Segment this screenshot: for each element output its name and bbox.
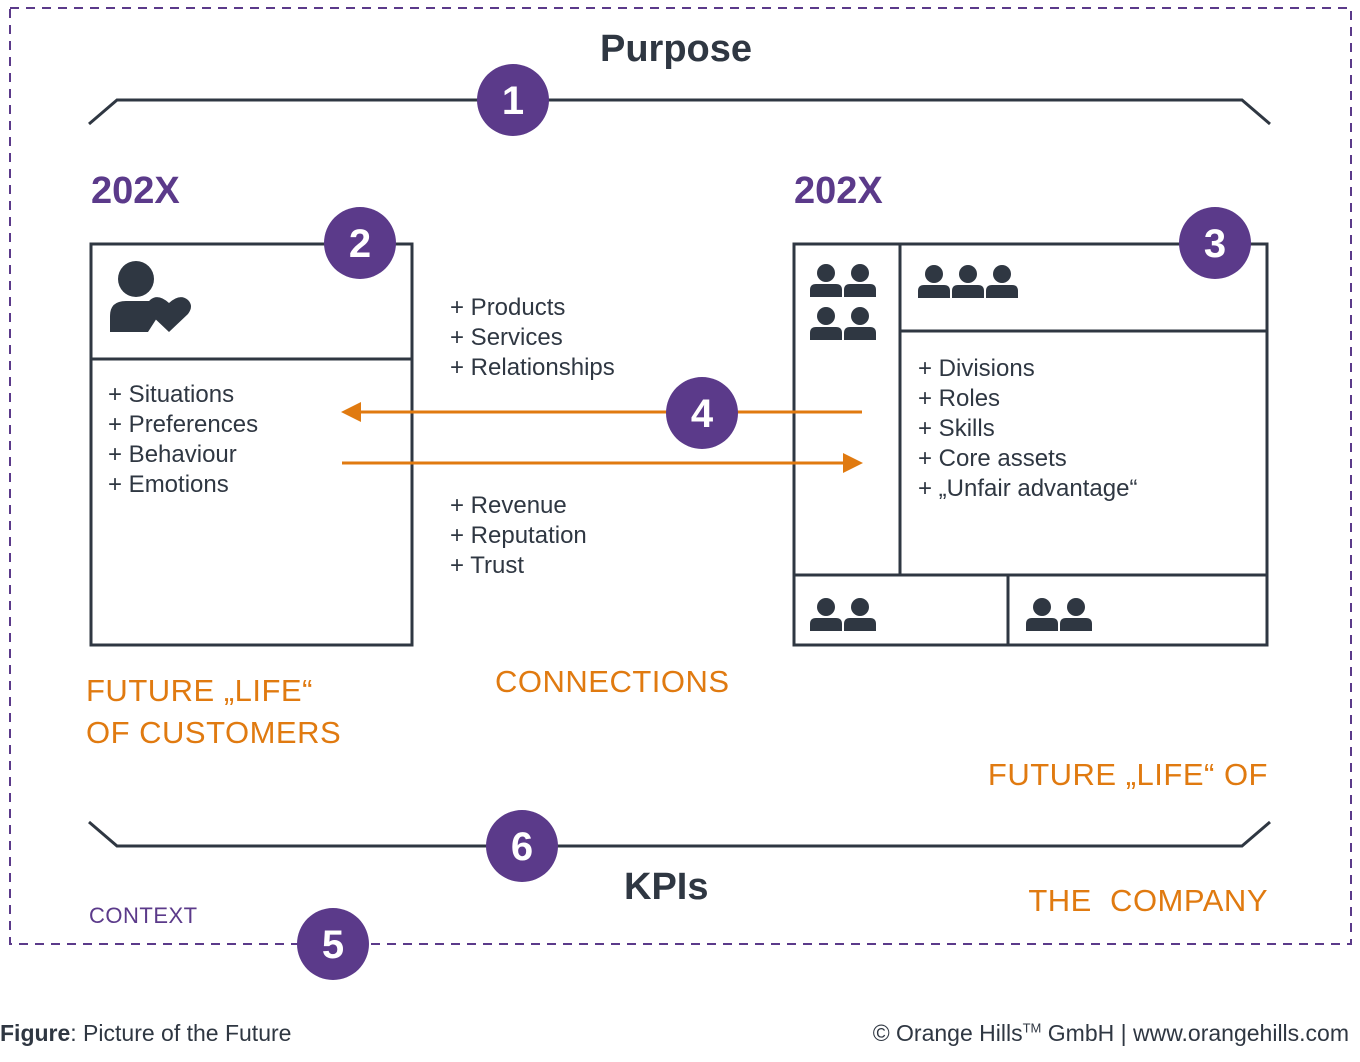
list-item: + Reputation: [450, 522, 587, 549]
step-2-marker: 2: [324, 207, 396, 279]
step-6-number: 6: [511, 825, 533, 869]
list-item: + „Unfair advantage“: [918, 475, 1138, 502]
step-3-marker: 3: [1179, 207, 1251, 279]
customer-caption: FUTURE „LIFE“ OF CUSTOMERS: [86, 670, 341, 754]
figure-label: Figure: [0, 1020, 71, 1046]
customer-attributes: + Situations + Preferences + Behaviour +…: [108, 380, 258, 500]
company-year: 202X: [794, 170, 883, 212]
customer-caption-line1: FUTURE „LIFE“: [86, 673, 313, 708]
customer-year: 202X: [91, 170, 180, 212]
list-item: + Revenue: [450, 492, 567, 519]
purpose-bracket: [88, 98, 1271, 126]
people-group-icon: [810, 598, 876, 631]
list-item: + Emotions: [108, 471, 229, 498]
customer-caption-line2: OF CUSTOMERS: [86, 715, 342, 750]
connections-caption: CONNECTIONS: [495, 664, 730, 699]
list-item: + Skills: [918, 415, 995, 442]
copyright-notice: © Orange HillsTM GmbH | www.orangehills.…: [873, 1020, 1349, 1047]
copyright-website: GmbH | www.orangehills.com: [1041, 1020, 1349, 1046]
company-caption: FUTURE „LIFE“ OF THE COMPANY: [988, 670, 1268, 964]
step-4-marker: 4: [666, 377, 738, 449]
figure-caption: Figure: Picture of the Future: [0, 1020, 291, 1047]
company-attributes: + Divisions + Roles + Skills + Core asse…: [918, 354, 1137, 504]
list-item: + Relationships: [450, 354, 615, 381]
company-caption-line2: THE COMPANY: [1028, 883, 1268, 918]
list-item: + Behaviour: [108, 441, 237, 468]
step-6-marker: 6: [486, 810, 558, 882]
arrow-to-customer: [341, 402, 862, 422]
person-heart-icon: [110, 261, 191, 332]
list-item: + Services: [450, 324, 563, 351]
connections-offerings: + Products + Services + Relationships: [450, 293, 615, 383]
company-caption-line1: FUTURE „LIFE“ OF: [987, 757, 1268, 792]
list-item: + Trust: [450, 552, 525, 579]
context-frame: [9, 7, 1352, 945]
kpis-bracket: [88, 820, 1271, 848]
step-2-number: 2: [349, 222, 371, 266]
customer-box: [89, 242, 414, 647]
arrow-to-company: [342, 453, 863, 473]
people-group-icon: [1026, 598, 1092, 631]
figure-text: : Picture of the Future: [70, 1020, 292, 1046]
step-4-number: 4: [691, 392, 714, 436]
step-1-marker: 1: [477, 64, 549, 136]
list-item: + Roles: [918, 385, 1001, 412]
step-5-marker: 5: [297, 908, 369, 980]
company-box: [792, 242, 1269, 647]
step-3-number: 3: [1204, 222, 1226, 266]
list-item: + Situations: [108, 381, 235, 408]
step-1-number: 1: [502, 79, 524, 123]
context-label: CONTEXT: [89, 903, 198, 928]
list-item: + Core assets: [918, 445, 1067, 472]
list-item: + Divisions: [918, 355, 1035, 382]
connections-returns: + Revenue + Reputation + Trust: [450, 491, 587, 581]
list-item: + Products: [450, 294, 566, 321]
people-group-icon: [810, 264, 876, 340]
list-item: + Preferences: [108, 411, 259, 438]
trademark-mark: TM: [1022, 1020, 1042, 1036]
people-group-icon: [918, 265, 1018, 298]
step-5-number: 5: [322, 923, 344, 967]
purpose-title: Purpose: [600, 28, 753, 70]
kpis-title: KPIs: [624, 866, 709, 908]
copyright-company: © Orange Hills: [872, 1020, 1023, 1046]
